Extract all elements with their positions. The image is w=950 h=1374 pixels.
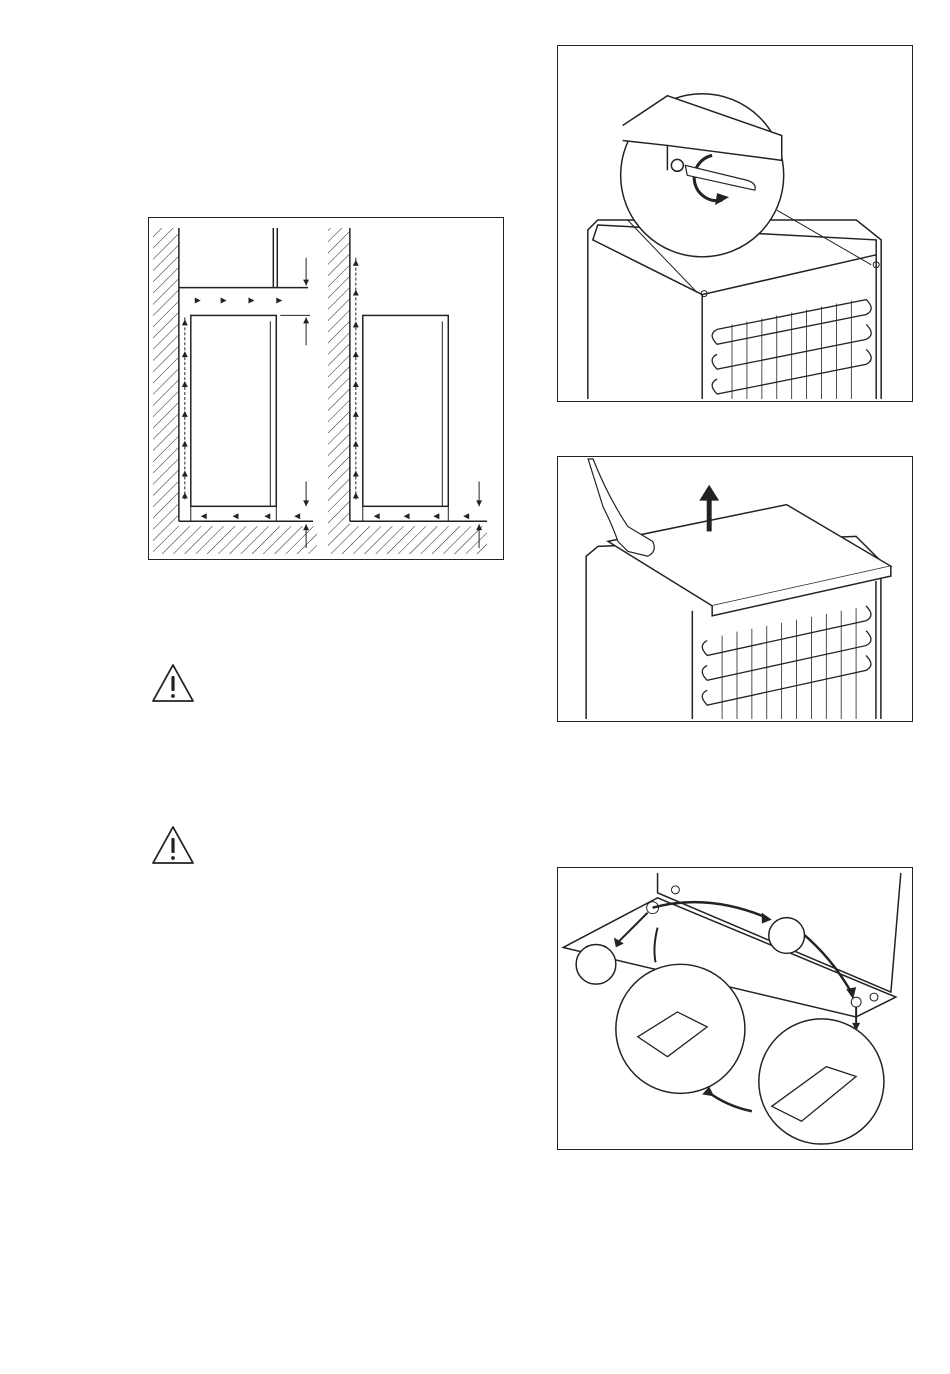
hinge-reversal-drawing — [558, 868, 912, 1149]
ventilation-clearance-diagram — [148, 217, 504, 560]
lift-top-cover-drawing — [558, 457, 912, 721]
ventilation-diagram-drawing — [149, 218, 503, 559]
top-cover-screws-drawing — [558, 46, 912, 401]
unscrew-top-cover-screws-illustration — [557, 45, 913, 402]
warning-triangle-icon — [150, 824, 196, 866]
lift-off-top-cover-illustration — [557, 456, 913, 722]
door-hinge-reversal-illustration — [557, 867, 913, 1150]
warning-triangle-icon — [150, 662, 196, 704]
